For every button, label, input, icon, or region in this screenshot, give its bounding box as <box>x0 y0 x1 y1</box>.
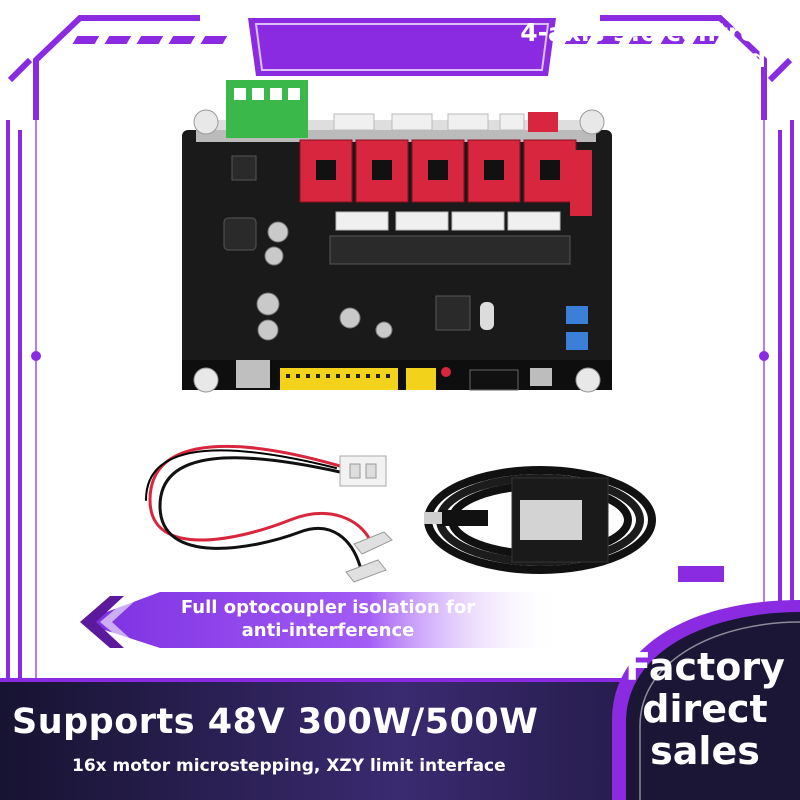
product-title: 4-axis 3.0 control board <box>520 18 766 73</box>
subheadline: 16x motor microstepping, XZY limit inter… <box>72 756 506 776</box>
power-cable-illustration <box>145 444 393 583</box>
factory-badge: Factory direct sales <box>625 645 785 773</box>
usb-cable-illustration <box>424 466 656 574</box>
feature-banner-text: Full optocoupler isolation for anti-inte… <box>180 597 476 641</box>
control-board-illustration <box>182 80 612 393</box>
headline: Supports 48V 300W/500W <box>12 702 539 742</box>
